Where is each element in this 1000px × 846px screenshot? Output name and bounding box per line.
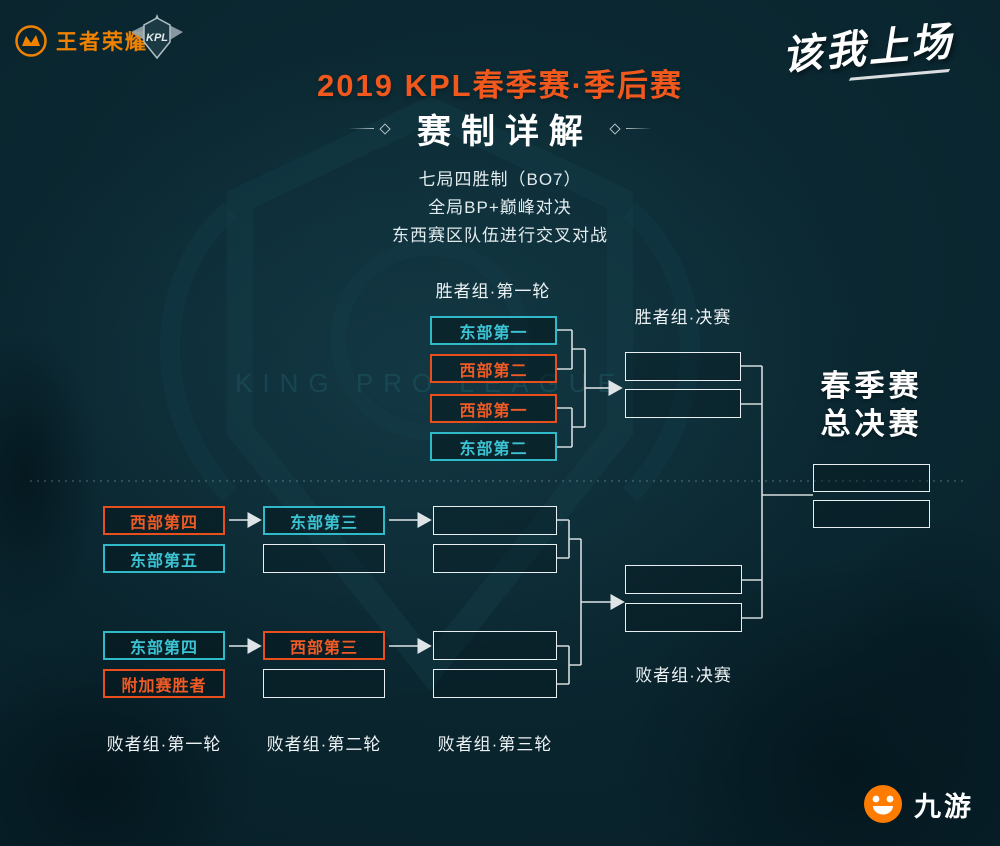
grand-final-title-line1: 春季赛	[820, 370, 923, 403]
losers-round2-slot-1	[263, 544, 385, 573]
losers-final-label: 败者组·决赛	[635, 666, 732, 685]
losers-round3-slot-2	[433, 544, 557, 573]
format-rules: 七局四胜制（BO7） 全局BP+巅峰对决 东西赛区队伍进行交叉对战	[0, 166, 1000, 250]
team-box-west-4: 西部第四	[103, 506, 225, 535]
kog-brand-logo: 王者荣耀	[14, 24, 148, 58]
rule-line-1: 七局四胜制（BO7）	[418, 170, 582, 189]
team-box-east-1: 东部第一	[430, 316, 557, 345]
kog-logo-text: 王者荣耀	[56, 31, 148, 54]
rule-line-2: 全局BP+巅峰对决	[428, 198, 572, 217]
decor-rocks-left	[0, 330, 100, 620]
team-box-east-2: 东部第二	[430, 432, 557, 461]
poster-subtitle: 赛制详解	[417, 113, 593, 151]
team-box-west-3: 西部第三	[263, 631, 385, 660]
winners-final-label: 胜者组·决赛	[634, 308, 732, 327]
team-box-east-5: 东部第五	[103, 544, 225, 573]
grand-final-slot-2	[813, 500, 930, 528]
winners-round1-label: 胜者组·第一轮	[435, 282, 551, 301]
9game-text: 九游	[914, 791, 974, 822]
team-box-east-3: 东部第三	[263, 506, 385, 535]
losers-final-slot-2	[625, 603, 742, 632]
team-box-east-4: 东部第四	[103, 631, 225, 660]
kpl-badge: KPL	[131, 14, 183, 60]
9game-logo: 九游	[862, 783, 974, 825]
poster-title: 2019 KPL春季赛·季后赛	[317, 68, 683, 103]
kpl-badge-text: KPL	[146, 32, 168, 44]
losers-round3-label: 败者组·第三轮	[437, 735, 553, 754]
grand-final-title-line2: 总决赛	[820, 408, 923, 441]
9game-mascot-icon	[864, 785, 902, 823]
poster-subtitle-row: 赛制详解	[0, 104, 1000, 153]
losers-round3-slot-1	[433, 506, 557, 535]
rule-line-3: 东西赛区队伍进行交叉对战	[392, 226, 608, 245]
winners-final-slot-1	[625, 352, 741, 381]
winners-final-slot-2	[625, 389, 741, 418]
losers-round1-label: 败者组·第一轮	[106, 735, 222, 754]
losers-final-slot-1	[625, 565, 742, 594]
team-box-west-2: 西部第二	[430, 354, 557, 383]
losers-round3-slot-3	[433, 631, 557, 660]
ornament-left	[348, 122, 391, 135]
losers-round2-slot-2	[263, 669, 385, 698]
grand-final-title: 春季赛 总决赛	[800, 368, 943, 444]
kog-logo-icon	[15, 25, 47, 57]
team-box-west-1: 西部第一	[430, 394, 557, 423]
grand-final-slot-1	[813, 464, 930, 492]
ornament-right	[609, 122, 652, 135]
team-box-playin-winner: 附加赛胜者	[103, 669, 225, 698]
losers-round3-slot-4	[433, 669, 557, 698]
losers-round2-label: 败者组·第二轮	[266, 735, 382, 754]
